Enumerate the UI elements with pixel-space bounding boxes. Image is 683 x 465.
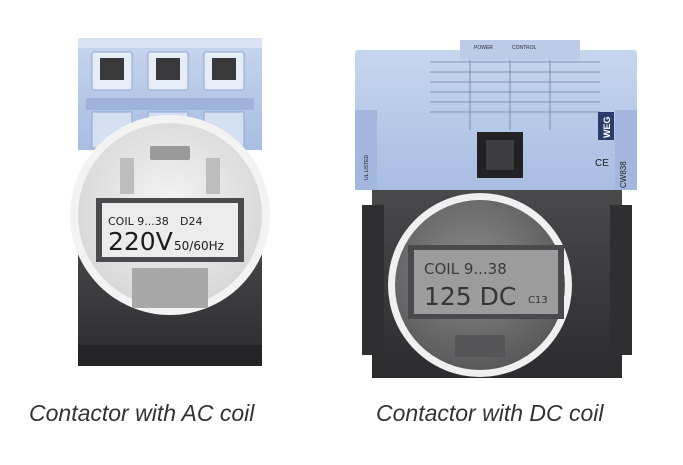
ac-coil-label: [102, 203, 238, 257]
ac-label-frequency: 50/60Hz: [174, 239, 224, 253]
ce-mark: CE: [595, 158, 609, 169]
dc-coil-label: [414, 250, 558, 314]
dc-contactor-housing: [355, 50, 637, 190]
ac-contactor: [70, 38, 270, 366]
ul-mark: UL LISTED: [364, 155, 370, 180]
weg-logo: [598, 112, 614, 140]
ac-label-voltage: 220V: [108, 227, 173, 256]
dc-label-coil: COIL 9...38: [424, 260, 507, 278]
control-header: CONTROL: [512, 45, 537, 51]
model-text: CW838: [619, 161, 628, 188]
ac-label-coil: COIL 9...38: [108, 215, 169, 228]
dc-label-code: C13: [528, 295, 548, 306]
dc-caption: Contactor with DC coil: [376, 400, 604, 426]
power-header: POWER: [474, 45, 493, 51]
dc-label-voltage: 125 DC: [424, 282, 516, 311]
brand-text: WEG: [602, 117, 612, 139]
ac-caption: Contactor with AC coil: [29, 400, 255, 426]
ac-label-code: D24: [180, 215, 202, 228]
dc-contactor: [355, 40, 637, 378]
